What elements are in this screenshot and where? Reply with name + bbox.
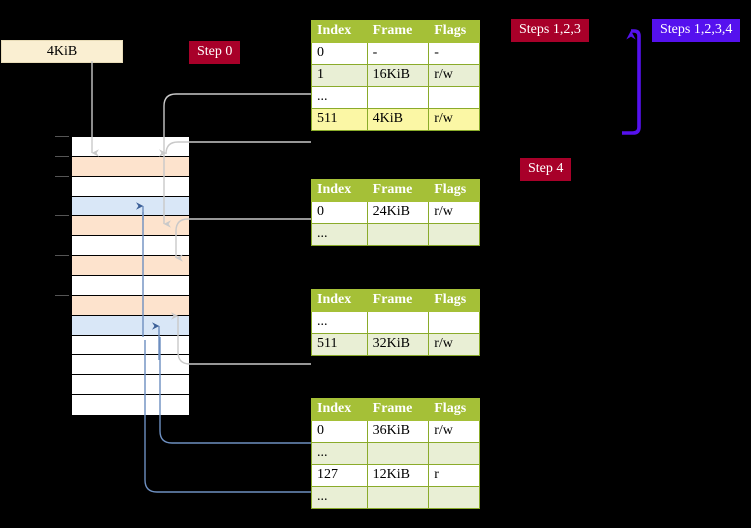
- table-cell: 36KiB: [366, 420, 430, 443]
- table-cell: ...: [311, 223, 368, 246]
- table-cell: [366, 223, 430, 246]
- column-header: Frame: [366, 20, 430, 43]
- table-cell: 1: [311, 64, 368, 87]
- memory-grid: [71, 136, 190, 415]
- memory-row: [72, 315, 189, 336]
- table-cell: 127: [311, 464, 368, 487]
- memory-row: [72, 176, 189, 197]
- wire-pd-to-grid: [171, 312, 311, 365]
- table-cell: [428, 311, 480, 334]
- table-cell: 0: [311, 201, 368, 224]
- table-row: ...: [311, 86, 480, 109]
- table-cell: 0: [311, 420, 368, 443]
- table-cell: [428, 442, 480, 465]
- memory-row-tick: [55, 175, 69, 177]
- column-header: Index: [311, 398, 368, 421]
- memory-row: [72, 375, 189, 396]
- table-cell: 12KiB: [366, 464, 430, 487]
- badge-step-4: Step 4: [520, 158, 572, 181]
- memory-row: [72, 295, 189, 316]
- table-cell: [428, 486, 480, 509]
- table-cell: [366, 86, 430, 109]
- column-header: Frame: [366, 179, 430, 202]
- table-cell: [428, 223, 480, 246]
- table-cell: r/w: [428, 64, 480, 87]
- column-header: Flags: [428, 398, 480, 421]
- table-cell: r/w: [428, 108, 480, 131]
- table-cell: [366, 486, 430, 509]
- column-header: Frame: [366, 398, 430, 421]
- table-cell: 511: [311, 108, 368, 131]
- table-cell: [366, 442, 430, 465]
- memory-row: [72, 137, 189, 157]
- table-cell: ...: [311, 442, 368, 465]
- table-cell: r: [428, 464, 480, 487]
- badge-steps-1234: Steps 1,2,3,4: [652, 19, 741, 42]
- table-row: ...: [311, 311, 480, 334]
- table-cell: -: [366, 42, 430, 65]
- column-header: Flags: [428, 179, 480, 202]
- memory-row: [72, 355, 189, 376]
- column-header: Flags: [428, 289, 480, 312]
- table-row: ...: [311, 486, 480, 509]
- column-header: Index: [311, 289, 368, 312]
- table-cell: -: [428, 42, 480, 65]
- memory-row: [72, 335, 189, 356]
- table-cell: 4KiB: [366, 108, 430, 131]
- table-cell: ...: [311, 311, 368, 334]
- table-cell: 16KiB: [366, 64, 430, 87]
- table-cell: r/w: [428, 333, 480, 356]
- badge-step-0: Step 0: [189, 41, 241, 64]
- column-header: Flags: [428, 20, 480, 43]
- memory-row-tick: [55, 215, 69, 217]
- column-header: Frame: [366, 289, 430, 312]
- table-cell: [428, 86, 480, 109]
- memory-row: [72, 395, 189, 415]
- memory-row-tick: [55, 155, 69, 157]
- table-cell: 0: [311, 42, 368, 65]
- table-row: ...: [311, 223, 480, 246]
- memory-row: [72, 256, 189, 276]
- memory-row: [72, 156, 189, 177]
- purple-bracket-arrow: [622, 29, 641, 135]
- badge-steps-123: Steps 1,2,3: [511, 19, 589, 42]
- memory-row-tick: [55, 294, 69, 296]
- table-cell: ...: [311, 486, 368, 509]
- table-cell: [366, 311, 430, 334]
- table-cell: r/w: [428, 201, 480, 224]
- wire-pdp-to-grid: [175, 218, 311, 262]
- page-frame-label: 4KiB: [46, 43, 78, 59]
- column-header: Index: [311, 20, 368, 43]
- table-cell: 24KiB: [366, 201, 430, 224]
- memory-row-tick: [55, 136, 69, 137]
- memory-row: [72, 216, 189, 237]
- table-cell: 32KiB: [366, 333, 430, 356]
- memory-row: [72, 196, 189, 217]
- table-cell: r/w: [428, 420, 480, 443]
- page-frame-box: 4KiB: [1, 40, 123, 63]
- table-cell: 511: [311, 333, 368, 356]
- memory-row-tick: [55, 255, 69, 257]
- memory-row: [72, 236, 189, 257]
- column-header: Index: [311, 179, 368, 202]
- table-cell: ...: [311, 86, 368, 109]
- table-row: 0--: [311, 42, 480, 65]
- table-row: ...: [311, 442, 480, 465]
- memory-row: [72, 276, 189, 296]
